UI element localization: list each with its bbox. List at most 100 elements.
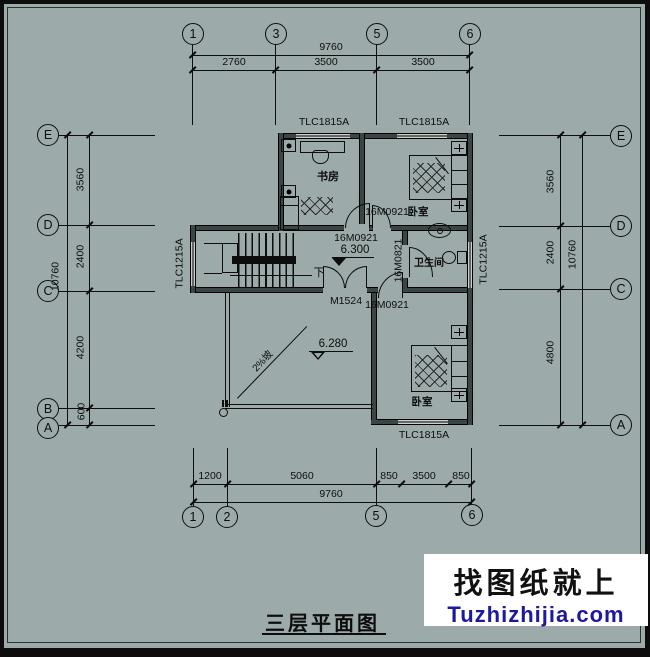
door-label-bedroom1: 16M0921: [365, 206, 409, 218]
stair-break-bar: [232, 256, 296, 264]
door-label-bedroom2: 16M0921: [365, 299, 409, 311]
dimension-line: [192, 70, 470, 71]
axis-line: [59, 425, 155, 426]
door-label-bathroom: 16M0821: [392, 238, 405, 283]
door-opening: [323, 286, 367, 294]
dimension-line: [193, 484, 471, 485]
inner-frame: [7, 7, 641, 643]
watermark-url: Tuzhizhijia.com: [447, 602, 625, 627]
axis-circle-right-E: E: [610, 125, 632, 147]
terrace-drain: [219, 408, 228, 417]
terrace-parapet-south: [225, 404, 373, 409]
wall-study-west: [278, 133, 284, 231]
dim-label: 2760: [222, 56, 246, 68]
dim-label: 4800: [544, 340, 557, 365]
bedroom2-bed: [411, 345, 468, 392]
title-underline: [262, 633, 386, 635]
dim-label: 2400: [74, 244, 87, 269]
dim-label-total-bottom: 9760: [319, 488, 343, 500]
wall-study-bedroom-divider: [359, 133, 365, 231]
axis-circle-right-A: A: [610, 414, 632, 436]
dim-label: 3560: [544, 169, 557, 194]
axis-circle-bottom-5: 5: [365, 505, 387, 527]
dim-label: 5060: [290, 470, 314, 482]
frame-top: [0, 0, 650, 4]
dim-label: 850: [380, 470, 398, 482]
axis-circle-top-6: 6: [459, 23, 481, 45]
dim-label: 2400: [544, 240, 557, 265]
axis-extension-line: [376, 448, 377, 505]
room-label-bedroom1: 卧室: [407, 206, 429, 218]
room-label-bathroom: 卫生间: [414, 258, 444, 269]
dim-label: 4200: [74, 335, 87, 360]
door-label-entry: M1524: [329, 295, 363, 307]
bed-mattress-line: [451, 346, 453, 391]
window-hall: [190, 242, 196, 286]
axis-circle-right-D: D: [610, 215, 632, 237]
study-bed: [280, 196, 299, 230]
door-opening: [401, 245, 409, 278]
axis-circle-top-3: 3: [265, 23, 287, 45]
dim-label: 3500: [412, 470, 436, 482]
dimension-line: [560, 135, 561, 425]
room-label-study: 书房: [317, 171, 339, 183]
study-bed-pillow-line: [281, 205, 299, 207]
stair-flight-upper: [238, 233, 296, 256]
door-label-study: 16M0921: [334, 232, 378, 244]
frame-right: [645, 0, 650, 657]
axis-extension-line: [275, 45, 276, 125]
axis-circle-bottom-6: 6: [461, 504, 483, 526]
terrace-parapet-west: [225, 293, 230, 407]
axis-circle-left-C: C: [37, 280, 59, 302]
window-label-right: TLC1215A: [477, 234, 490, 285]
axis-line: [499, 289, 610, 290]
level-marker-inner: [313, 352, 322, 358]
wall-mid: [190, 225, 473, 231]
dim-label: 3500: [411, 56, 435, 68]
frame-left: [0, 0, 4, 657]
bathroom-sink-drain: [437, 228, 443, 234]
window-label-bottom: TLC1815A: [398, 429, 450, 441]
dimension-line: [582, 135, 583, 425]
bed-mattress-line: [451, 156, 453, 199]
cabinet-dot: [286, 143, 291, 148]
bedroom2-blanket: [415, 355, 447, 387]
study-blanket: [301, 197, 333, 215]
watermark-slogan: 找图纸就上: [453, 568, 619, 600]
drain-tick: [226, 400, 228, 407]
cabinet-dot: [286, 189, 291, 194]
nightstand: [451, 388, 467, 402]
axis-extension-line: [469, 45, 470, 125]
drawing-title: 三层平面图: [265, 613, 380, 635]
dim-label-total-right: 10760: [566, 239, 579, 270]
axis-circle-top-1: 1: [182, 23, 204, 45]
wall-bedroom2-west: [371, 293, 377, 420]
axis-circle-left-D: D: [37, 214, 59, 236]
study-cabinet: [281, 185, 296, 198]
bathroom-sink: [428, 223, 451, 238]
axis-circle-left-A: A: [37, 417, 59, 439]
bed-pillow-line: [452, 170, 467, 172]
level-marker-icon: [332, 258, 346, 266]
dim-label: 850: [452, 470, 470, 482]
dim-label-total-top: 9760: [319, 41, 343, 53]
dimension-line: [193, 502, 471, 503]
stair-landing-line: [204, 243, 222, 245]
window-study: [296, 133, 350, 139]
frame-bottom: [0, 648, 650, 657]
study-chair: [312, 150, 329, 164]
bedroom1-blanket: [413, 163, 445, 193]
axis-circle-bottom-2: 2: [216, 506, 238, 528]
axis-line: [59, 135, 155, 136]
axis-extension-line: [471, 448, 472, 504]
bedroom1-bed: [409, 155, 468, 200]
stair-landing-line: [204, 273, 222, 275]
dim-label: 3500: [314, 56, 338, 68]
axis-extension-line: [192, 45, 193, 125]
window-label-top-right: TLC1815A: [398, 116, 450, 128]
stair-direction-line: [230, 275, 312, 277]
room-label-bedroom2: 卧室: [411, 396, 433, 408]
window-bedroom1: [397, 133, 447, 139]
dim-label: 3560: [74, 167, 87, 192]
